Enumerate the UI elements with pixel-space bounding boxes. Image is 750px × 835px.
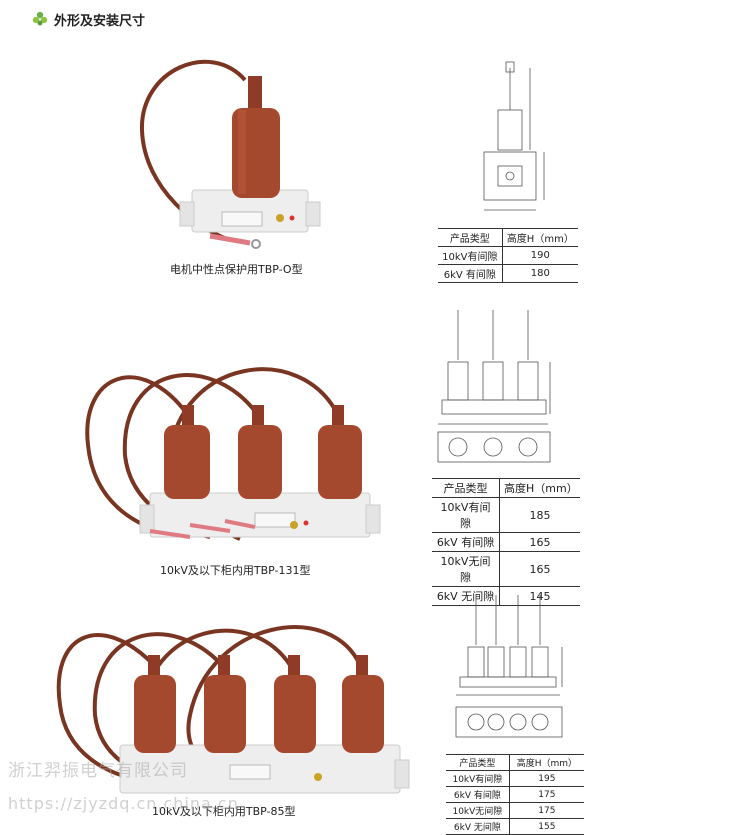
table-row: 6kV 有间隙 180 [438, 264, 578, 283]
table-cell: 10kV无间隙 [446, 802, 510, 819]
section-title: 外形及安装尺寸 [54, 13, 146, 29]
table-header-height: 高度H（mm） [509, 754, 584, 771]
table-cell: 165 [499, 532, 580, 552]
table-cell: 10kV有间隙 [446, 770, 510, 787]
table-row: 10kV有间隙 185 [432, 497, 580, 533]
table-row: 10kV有间隙 190 [438, 246, 578, 265]
table-cell: 155 [509, 818, 584, 835]
spec-table-tbp-131: 产品类型 高度H（mm） 10kV有间隙 185 6kV 有间隙 165 10k… [432, 478, 580, 606]
section-header: 外形及安装尺寸 [32, 8, 145, 30]
product-caption: 电机中性点保护用TBP-O型 [170, 263, 303, 276]
product-caption: 10kV及以下柜内用TBP-85型 [152, 805, 296, 818]
table-header-height: 高度H（mm） [502, 228, 578, 247]
leaf-icon [32, 11, 48, 26]
table-cell: 10kV有间隙 [432, 497, 501, 533]
table-row: 6kV 有间隙 165 [432, 532, 580, 552]
table-row: 10kV有间隙 195 [446, 770, 584, 787]
table-header-type: 产品类型 [432, 478, 501, 498]
table-cell: 175 [509, 786, 584, 803]
dimension-drawing-tbp-85 [455, 595, 563, 738]
table-cell: 10kV有间隙 [438, 246, 503, 265]
watermark-url: https://zjyzdq.cn.china.cn [8, 794, 239, 813]
table-cell: 6kV 有间隙 [446, 786, 510, 803]
table-cell: 185 [499, 497, 580, 533]
table-header-row: 产品类型 高度H（mm） [438, 228, 578, 247]
table-header-row: 产品类型 高度H（mm） [432, 478, 580, 498]
dimension-drawing-tbp-131 [437, 310, 551, 463]
table-cell: 195 [509, 770, 584, 787]
table-cell: 190 [502, 246, 578, 265]
watermark-company: 浙江羿振电气有限公司 [8, 761, 188, 781]
table-cell: 175 [509, 802, 584, 819]
table-row: 6kV 无间隙 155 [446, 818, 584, 835]
table-cell: 6kV 有间隙 [438, 264, 503, 283]
table-cell: 6kV 有间隙 [432, 532, 501, 552]
dimension-drawing-tbp-o [483, 61, 545, 211]
table-cell: 6kV 无间隙 [446, 818, 510, 835]
table-cell: 180 [502, 264, 578, 283]
table-row: 10kV无间隙 175 [446, 802, 584, 819]
spec-table-tbp-o: 产品类型 高度H（mm） 10kV有间隙 190 6kV 有间隙 180 [438, 228, 578, 283]
product-photo-tbp-85 [56, 625, 410, 794]
table-header-height: 高度H（mm） [499, 478, 580, 498]
table-row: 6kV 有间隙 175 [446, 786, 584, 803]
table-header-type: 产品类型 [438, 228, 503, 247]
table-row: 10kV无间隙 165 [432, 551, 580, 587]
table-row: 6kV 无间隙 145 [432, 586, 580, 606]
table-cell: 165 [499, 551, 580, 587]
spec-table-tbp-85: 产品类型 高度H（mm） 10kV有间隙 195 6kV 有间隙 175 10k… [446, 754, 584, 835]
product-photo-tbp-o [139, 59, 321, 249]
table-cell: 10kV无间隙 [432, 551, 501, 587]
product-caption: 10kV及以下柜内用TBP-131型 [160, 564, 311, 577]
table-header-type: 产品类型 [446, 754, 510, 771]
table-header-row: 产品类型 高度H（mm） [446, 754, 584, 771]
product-photo-tbp-131 [85, 367, 381, 541]
table-cell: 6kV 无间隙 [432, 586, 501, 606]
